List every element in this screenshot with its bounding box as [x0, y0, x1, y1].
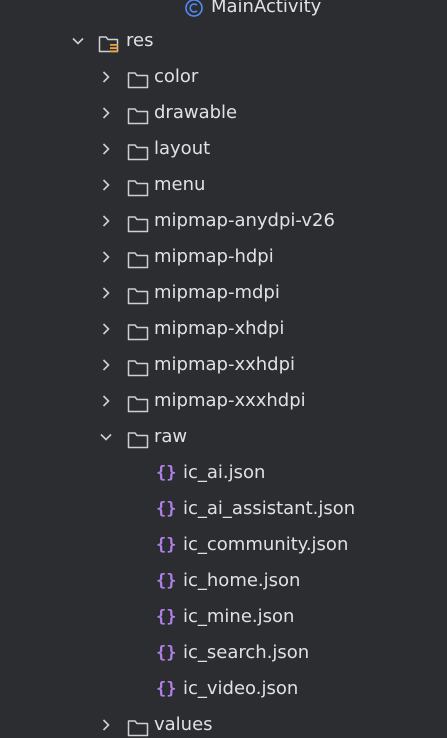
kotlin-class-icon: [184, 0, 204, 17]
tree-item-label: layout: [154, 138, 211, 159]
tree-item-ic-ai-assistant-json[interactable]: {} ic_ai_assistant.json: [0, 491, 447, 527]
tree-item-label: mipmap-xhdpi: [154, 318, 285, 339]
tree-item-mipmap-xxhdpi[interactable]: mipmap-xxhdpi: [0, 347, 447, 383]
tree-item-menu[interactable]: menu: [0, 167, 447, 203]
folder-icon: [127, 391, 149, 413]
json-file-icon: {}: [156, 571, 177, 591]
tree-item-ic-mine-json[interactable]: {} ic_mine.json: [0, 599, 447, 635]
chevron-right-icon[interactable]: [98, 131, 114, 167]
folder-icon: [127, 175, 149, 197]
tree-item-ic-video-json[interactable]: {} ic_video.json: [0, 671, 447, 707]
tree-item-label: raw: [154, 426, 188, 447]
resource-folder-icon: [98, 31, 120, 53]
chevron-right-icon[interactable]: [98, 347, 114, 383]
tree-item-label: ic_search.json: [183, 642, 310, 663]
chevron-right-icon[interactable]: [98, 59, 114, 95]
json-file-icon: {}: [156, 643, 177, 663]
tree-item-label: mipmap-anydpi-v26: [154, 210, 335, 231]
tree-item-mipmap-xxxhdpi[interactable]: mipmap-xxxhdpi: [0, 383, 447, 419]
json-file-icon: {}: [156, 535, 177, 555]
tree-item-label: ic_video.json: [183, 678, 299, 699]
tree-item-label: values: [154, 714, 213, 735]
tree-item-res[interactable]: res: [0, 23, 447, 59]
tree-item-ic-ai-json[interactable]: {} ic_ai.json: [0, 455, 447, 491]
tree-item-drawable[interactable]: drawable: [0, 95, 447, 131]
tree-item-raw[interactable]: raw: [0, 419, 447, 455]
tree-item-label: ic_mine.json: [183, 606, 295, 627]
chevron-right-icon[interactable]: [98, 707, 114, 738]
tree-item-label: mipmap-xxxhdpi: [154, 390, 306, 411]
chevron-right-icon[interactable]: [98, 239, 114, 275]
folder-icon: [127, 211, 149, 233]
folder-icon: [127, 103, 149, 125]
tree-item-label: mipmap-mdpi: [154, 282, 280, 303]
folder-icon: [127, 247, 149, 269]
folder-icon: [127, 715, 149, 737]
folder-icon: [127, 139, 149, 161]
tree-item-layout[interactable]: layout: [0, 131, 447, 167]
tree-item-label: ic_community.json: [183, 534, 349, 555]
tree-item-label: ic_home.json: [183, 570, 301, 591]
tree-item-label: color: [154, 66, 199, 87]
folder-icon: [127, 355, 149, 377]
tree-item-label: menu: [154, 174, 206, 195]
chevron-right-icon[interactable]: [98, 203, 114, 239]
tree-item-ic-community-json[interactable]: {} ic_community.json: [0, 527, 447, 563]
tree-item-main-activity[interactable]: MainActivity: [0, 0, 447, 25]
tree-item-mipmap-mdpi[interactable]: mipmap-mdpi: [0, 275, 447, 311]
chevron-right-icon[interactable]: [98, 95, 114, 131]
tree-item-label: res: [126, 30, 154, 51]
tree-item-label: drawable: [154, 102, 238, 123]
folder-icon: [127, 67, 149, 89]
tree-item-color[interactable]: color: [0, 59, 447, 95]
tree-item-label: ic_ai_assistant.json: [183, 498, 356, 519]
json-file-icon: {}: [156, 607, 177, 627]
chevron-right-icon[interactable]: [98, 383, 114, 419]
json-file-icon: {}: [156, 679, 177, 699]
folder-icon: [127, 427, 149, 449]
chevron-right-icon[interactable]: [98, 275, 114, 311]
tree-item-mipmap-anydpi-v26[interactable]: mipmap-anydpi-v26: [0, 203, 447, 239]
chevron-right-icon[interactable]: [98, 311, 114, 347]
folder-icon: [127, 319, 149, 341]
json-file-icon: {}: [156, 463, 177, 483]
tree-item-values[interactable]: values: [0, 707, 447, 738]
tree-item-ic-home-json[interactable]: {} ic_home.json: [0, 563, 447, 599]
tree-item-label: mipmap-xxhdpi: [154, 354, 296, 375]
chevron-down-icon[interactable]: [70, 23, 86, 59]
tree-item-label: ic_ai.json: [183, 462, 266, 483]
chevron-right-icon[interactable]: [98, 167, 114, 203]
tree-item-label: MainActivity: [211, 0, 322, 17]
folder-icon: [127, 283, 149, 305]
tree-item-mipmap-hdpi[interactable]: mipmap-hdpi: [0, 239, 447, 275]
tree-item-mipmap-xhdpi[interactable]: mipmap-xhdpi: [0, 311, 447, 347]
tree-item-ic-search-json[interactable]: {} ic_search.json: [0, 635, 447, 671]
chevron-down-icon[interactable]: [98, 419, 114, 455]
tree-item-label: mipmap-hdpi: [154, 246, 274, 267]
json-file-icon: {}: [156, 499, 177, 519]
